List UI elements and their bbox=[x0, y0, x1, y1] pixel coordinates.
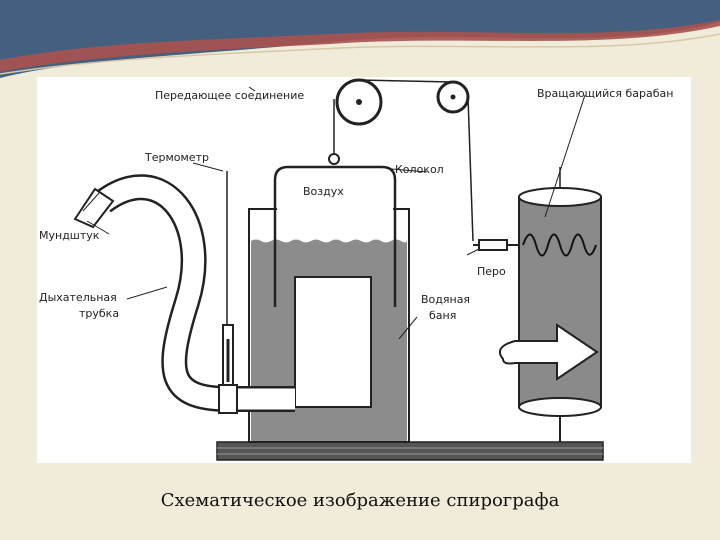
rotation-arrow bbox=[499, 323, 599, 381]
header-swoosh bbox=[0, 0, 720, 78]
mouthpiece bbox=[73, 187, 115, 229]
base-plate bbox=[216, 441, 604, 461]
label-rotating-drum: Вращающийся барабан bbox=[537, 87, 673, 100]
label-water-bath-line2: баня bbox=[429, 309, 456, 322]
label-water-bath-line1: Водяная bbox=[421, 293, 470, 306]
label-breathing-tube-line1: Дыхательная bbox=[39, 291, 117, 304]
bell bbox=[273, 165, 397, 307]
label-air: Воздух bbox=[303, 185, 344, 198]
label-bell: Колокол bbox=[395, 163, 444, 176]
spirograph-drawing: Передающее соединение Вращающийся бараба… bbox=[39, 78, 673, 461]
bell-hook bbox=[328, 153, 340, 165]
pen bbox=[478, 239, 508, 251]
inner-tube bbox=[294, 276, 372, 408]
label-transmitting-link: Передающее соединение bbox=[155, 89, 304, 102]
spirograph-diagram: Передающее соединение Вращающийся бараба… bbox=[37, 77, 691, 463]
label-breathing-tube-line2: трубка bbox=[79, 307, 119, 320]
spirogram-trace bbox=[522, 233, 597, 257]
label-mouthpiece: Мундштук bbox=[39, 229, 100, 242]
label-pen: Перо bbox=[477, 265, 506, 278]
label-thermometer: Термометр bbox=[144, 151, 209, 164]
figure-caption: Схематическое изображение спирографа bbox=[160, 490, 560, 511]
